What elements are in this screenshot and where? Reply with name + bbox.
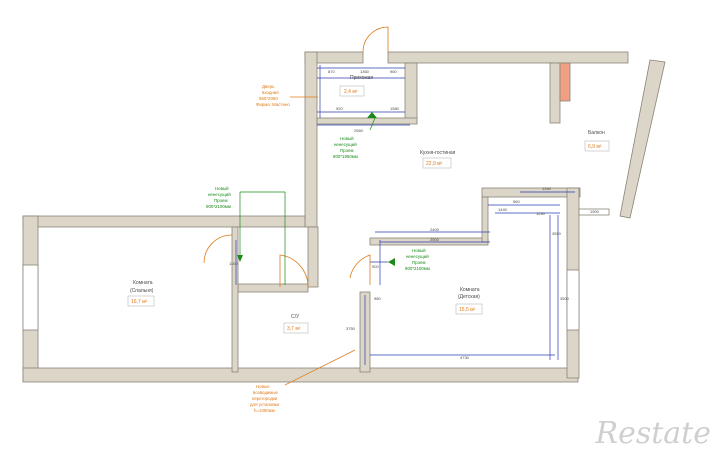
svg-text:1390: 1390 xyxy=(542,186,552,191)
svg-text:1900: 1900 xyxy=(590,209,600,214)
watermark-logo: Restate xyxy=(595,416,712,451)
svg-text:2500: 2500 xyxy=(430,237,440,242)
windows xyxy=(22,208,610,331)
opening-marker-top xyxy=(367,112,377,118)
opening-marker-left xyxy=(237,255,243,262)
room-name-bedroom-right: Комната xyxy=(460,287,480,293)
svg-text:960: 960 xyxy=(390,69,397,74)
svg-text:Проем: Проем xyxy=(340,148,354,153)
svg-text:1440: 1440 xyxy=(498,207,508,212)
note-leaders xyxy=(284,96,356,386)
svg-text:перегородки: перегородки xyxy=(252,396,278,401)
svg-text:Новые: Новые xyxy=(256,384,270,389)
note-partition: Новые возводимые перегородки для установ… xyxy=(250,384,280,413)
svg-text:Фирма: Мастино: Фирма: Мастино xyxy=(256,102,290,107)
svg-text:Дверь: Дверь xyxy=(262,84,275,89)
svg-text:3500: 3500 xyxy=(560,296,570,301)
svg-text:900*2100мм: 900*2100мм xyxy=(206,204,231,209)
room-name-bedroom-left: Комната xyxy=(133,280,153,286)
svg-text:для установки: для установки xyxy=(250,402,280,407)
doors xyxy=(203,26,389,288)
dimension-lines xyxy=(235,65,575,365)
room-area-bedroom-left: 16,7 м² xyxy=(131,299,148,305)
svg-text:ненесущий: ненесущий xyxy=(208,192,231,197)
dimension-labels: 870 1360 960 920 1580 2560 1390 1440 129… xyxy=(229,69,600,360)
room-name-kitchen: Кухня-гостиная xyxy=(420,150,456,156)
svg-text:560: 560 xyxy=(513,199,520,204)
svg-text:960*2050: 960*2050 xyxy=(259,96,278,101)
svg-text:1100: 1100 xyxy=(229,261,238,266)
svg-text:Новый: Новый xyxy=(340,136,354,141)
opening-marker-right xyxy=(388,258,395,266)
svg-text:900*2100мм: 900*2100мм xyxy=(405,266,430,271)
svg-text:3550: 3550 xyxy=(552,231,562,236)
room-name2-bedroom-left: (Спальня) xyxy=(130,288,154,294)
note-entry-door: Дверь входная 960*2050 Фирма: Мастино xyxy=(256,84,290,107)
svg-text:2560: 2560 xyxy=(354,128,364,133)
svg-text:2400: 2400 xyxy=(430,227,440,232)
svg-text:Новый: Новый xyxy=(412,248,426,253)
svg-text:900: 900 xyxy=(372,264,379,269)
svg-text:h=1050мм: h=1050мм xyxy=(254,408,275,413)
svg-text:920: 920 xyxy=(336,106,343,111)
room-area-corridor: 2,4 м² xyxy=(344,89,358,95)
room-name2-bedroom-right: (Детская) xyxy=(458,294,480,300)
svg-text:ненесущий: ненесущий xyxy=(406,254,429,259)
walls xyxy=(22,51,666,383)
svg-text:Проем: Проем xyxy=(412,260,426,265)
note-opening-right: Новый ненесущий Проем 900*2100мм xyxy=(405,248,430,271)
room-area-balcony: 6,9 м² xyxy=(588,144,602,150)
svg-text:800*1950мм: 800*1950мм xyxy=(333,154,358,159)
room-name-corridor: Прихожая xyxy=(350,75,373,81)
svg-text:ненесущий: ненесущий xyxy=(334,142,357,147)
note-opening-left: Новый ненесущий Проем 900*2100мм xyxy=(206,186,231,209)
room-area-bathroom: 3,7 м² xyxy=(287,326,301,332)
svg-text:1290: 1290 xyxy=(536,211,546,216)
svg-text:980: 980 xyxy=(374,296,381,301)
svg-text:1360: 1360 xyxy=(360,69,370,74)
note-opening-top: Новый ненесущий Проем 800*1950мм xyxy=(333,136,358,159)
room-area-kitchen: 22,9 м² xyxy=(426,161,443,167)
svg-text:Новый: Новый xyxy=(215,186,229,191)
svg-text:возводимые: возводимые xyxy=(253,390,279,395)
room-name-bathroom: С/У xyxy=(291,314,300,320)
new-openings xyxy=(239,117,395,285)
svg-text:Проем: Проем xyxy=(214,198,228,203)
svg-text:870: 870 xyxy=(328,69,335,74)
svg-text:1580: 1580 xyxy=(390,106,400,111)
svg-text:4730: 4730 xyxy=(460,355,470,360)
svg-text:входная: входная xyxy=(262,90,279,95)
room-area-bedroom-right: 15,5 м² xyxy=(459,307,476,313)
svg-text:3750: 3750 xyxy=(346,326,356,331)
room-name-balcony: Балкон xyxy=(588,130,605,136)
